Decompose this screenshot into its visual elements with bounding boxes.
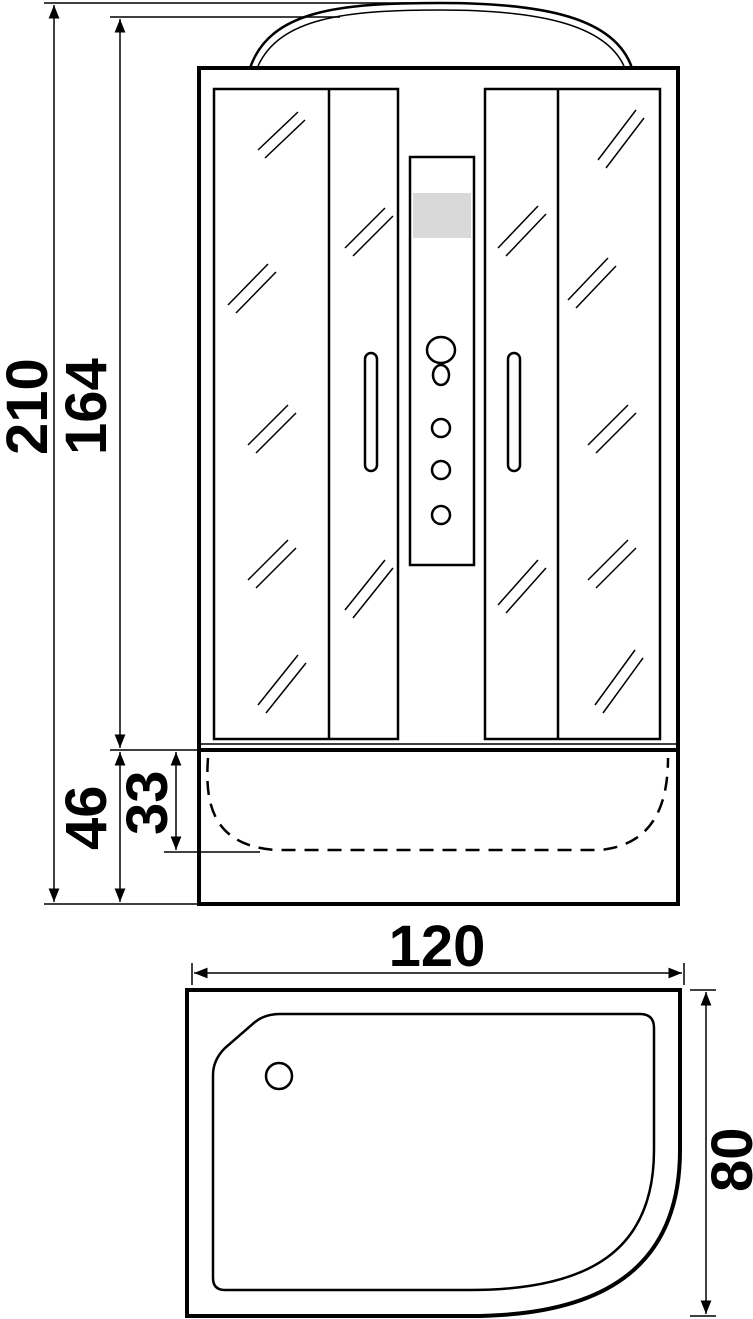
- control-panel: [408, 155, 476, 567]
- cabin-frame: [197, 66, 680, 906]
- plan-view: 120 80: [185, 914, 753, 1318]
- right-door-handle: [506, 351, 522, 473]
- right-door: [483, 87, 662, 741]
- cabin-dome: [248, 1, 634, 69]
- tray-hidden-outline: [206, 757, 670, 852]
- dim-width: 120: [389, 914, 486, 979]
- glass-reflections: [227, 109, 645, 714]
- drain-icon: [264, 1061, 294, 1091]
- front-dimensions: 210 164 46 33: [0, 2, 440, 905]
- tray-inner-outline: [211, 1012, 656, 1292]
- tray-outline: [185, 988, 682, 1318]
- front-view: [197, 1, 680, 906]
- shower-head-icon: [425, 335, 457, 365]
- massage-jet-icon: [430, 504, 452, 526]
- left-door-handle: [363, 351, 379, 473]
- dim-tray-height: 46: [54, 785, 119, 850]
- massage-jet-icon: [430, 459, 452, 481]
- left-door: [212, 87, 400, 741]
- dim-cabin-height: 164: [54, 358, 119, 455]
- dim-depth: 80: [700, 1127, 753, 1192]
- dim-total-height: 210: [0, 358, 60, 455]
- dim-tray-inner-depth: 33: [115, 770, 180, 835]
- control-display: [413, 193, 471, 238]
- massage-jet-icon: [430, 417, 452, 439]
